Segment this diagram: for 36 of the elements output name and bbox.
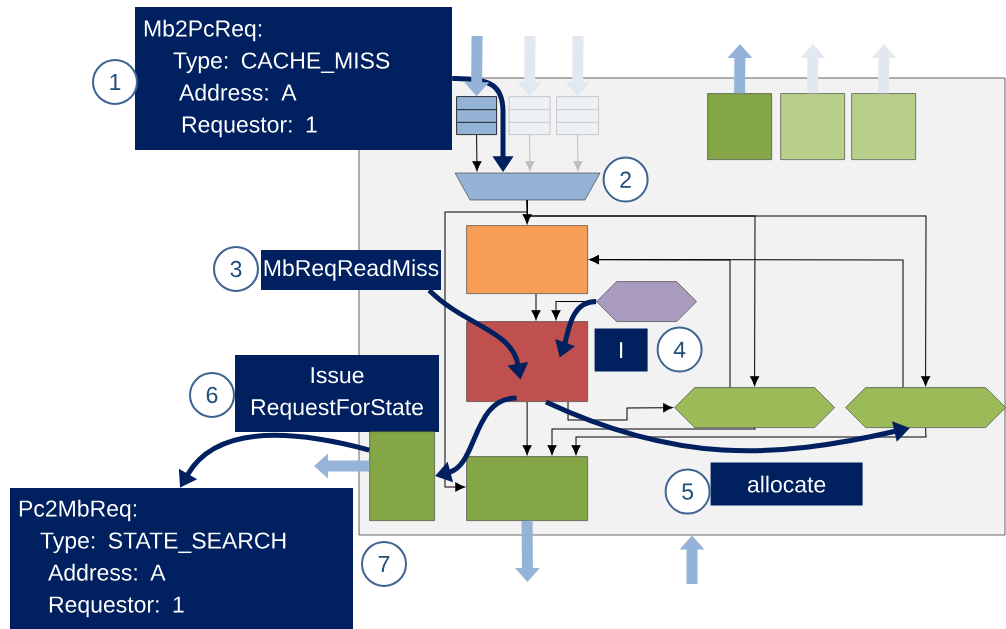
- callout-number: 7: [361, 541, 407, 587]
- callout-number: 2: [602, 156, 649, 203]
- callout-number: 3: [213, 246, 259, 292]
- callout-number: 4: [656, 326, 703, 373]
- message-box: Mb2PcReq: Type: CACHE_MISS Address: A Requestor: 1: [135, 7, 452, 150]
- buffer-hexagon: [674, 387, 835, 428]
- buffer-hexagon: [845, 387, 1006, 428]
- buffer-hexagon: [596, 281, 697, 322]
- arrow: [525, 134, 535, 172]
- output-box: [707, 93, 772, 160]
- unit-box: [369, 431, 435, 521]
- arrow: [567, 401, 673, 421]
- arrow: [472, 134, 482, 172]
- unit-box: [466, 321, 588, 402]
- arrow: [571, 427, 927, 456]
- callout-number: 5: [664, 468, 711, 515]
- arrow: [522, 401, 532, 456]
- arrow: [573, 134, 583, 172]
- callout-number: 1: [92, 59, 138, 105]
- unit-box: [466, 225, 588, 294]
- callout-number: 6: [189, 372, 235, 418]
- message-box: Pc2MbReq: Type: STATE_SEARCH Address: A Requestor: 1: [10, 488, 353, 629]
- queue-box: [556, 96, 600, 135]
- message-box: Issue RequestForState: [235, 355, 439, 432]
- arrow: [531, 293, 541, 321]
- message-box: allocate: [710, 462, 863, 506]
- arrow: [589, 255, 904, 388]
- state-box: I: [594, 328, 648, 372]
- output-box: [851, 93, 916, 160]
- arrow: [547, 427, 756, 456]
- unit-box: [466, 456, 588, 521]
- queue-box: [508, 96, 551, 135]
- message-box: MbReqReadMiss: [261, 250, 441, 290]
- arrow: [526, 199, 931, 387]
- arrow: [522, 199, 532, 225]
- output-box: [780, 93, 845, 160]
